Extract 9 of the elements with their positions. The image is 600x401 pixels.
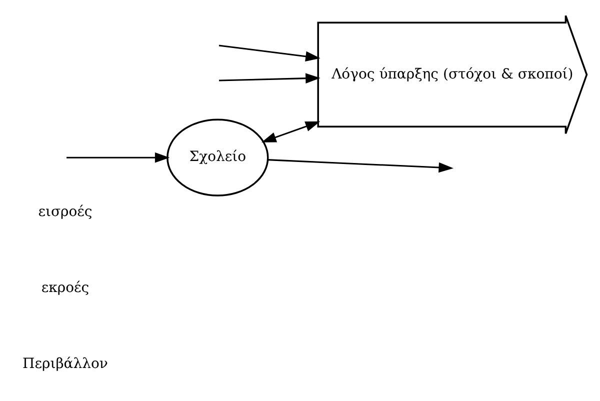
- node-ellipse: Σχολείο: [166, 118, 269, 196]
- arrow: [261, 121, 320, 142]
- label: εισροές: [38, 204, 92, 220]
- label: Περιβάλλον: [22, 356, 108, 372]
- label: εκροές: [41, 280, 90, 296]
- arrow: [218, 73, 320, 84]
- arrow: [268, 159, 454, 173]
- arrow: [66, 152, 170, 163]
- arrow: [218, 44, 320, 62]
